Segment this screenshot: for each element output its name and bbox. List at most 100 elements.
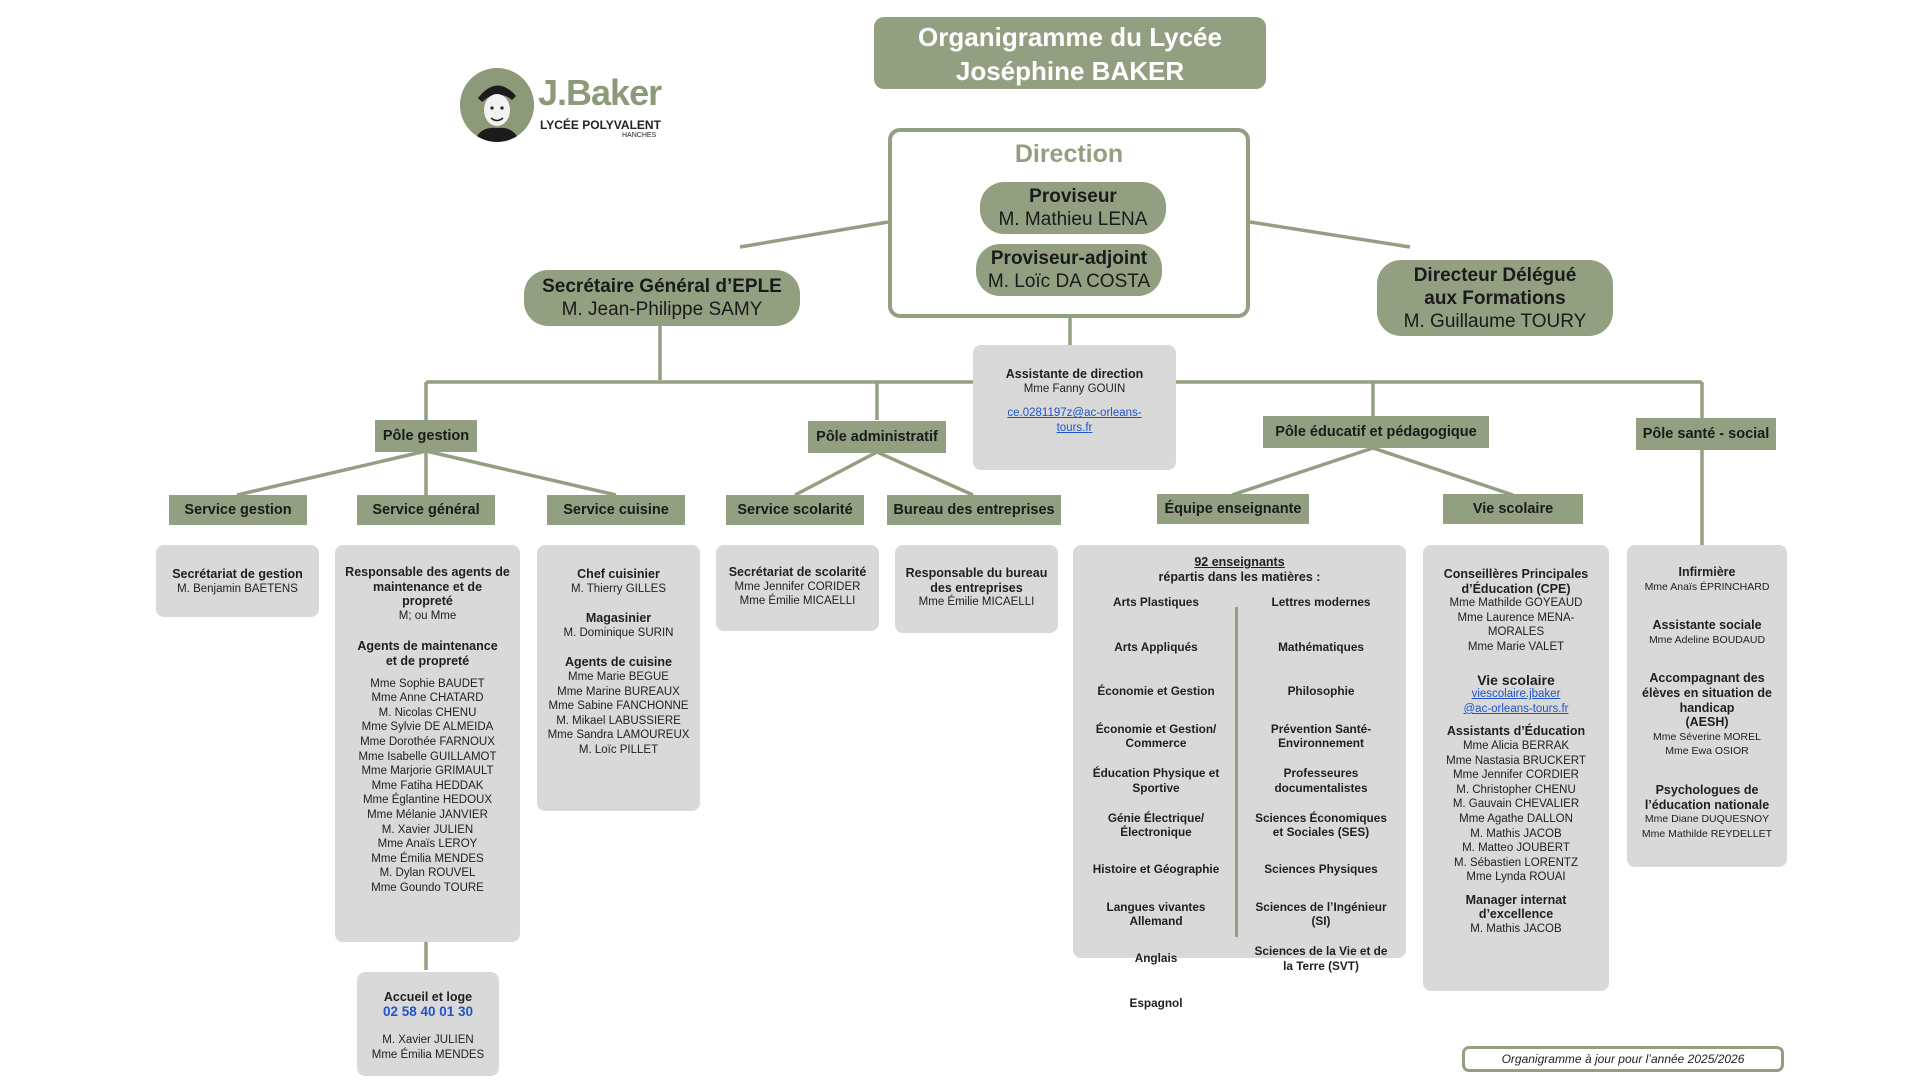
title-line-1: Organigramme du Lycée	[918, 22, 1222, 52]
aed-name: Mme Jennifer CORDIER	[1453, 769, 1579, 782]
accueil-phone[interactable]: 02 58 40 01 30	[382, 1003, 474, 1019]
logo-town: HANCHES	[622, 132, 657, 139]
secretaire-general-pill: Secrétaire Général d’EPLE M. Jean-Philip…	[524, 270, 800, 326]
bureau-entreprises: Bureau des entreprises	[887, 495, 1061, 525]
cuisine-mag-title: Magasinier	[585, 611, 652, 626]
subject-item: Arts Appliqués	[1081, 640, 1231, 655]
card-general-title-4: Agents de maintenance	[357, 639, 498, 654]
cpe-title-2: d’Éducation (CPE)	[1461, 581, 1571, 596]
manager-name: M. Mathis JACOB	[1470, 923, 1562, 936]
aed-name: M. Sébastien LORENTZ	[1454, 856, 1578, 869]
cuisine-agents-title: Agents de cuisine	[565, 655, 672, 670]
cuisine-agent-name: Mme Sandra LAMOUREUX	[547, 729, 690, 742]
cpe-name: Mme Mathilde GOYEAUD	[1449, 597, 1583, 610]
subject-label: documentalistes	[1274, 780, 1368, 795]
agent-name: Mme Marjorie GRIMAULT	[361, 765, 494, 778]
cuisine-agent-name: Mme Sabine FANCHONNE	[548, 700, 689, 713]
pole-gestion: Pôle gestion	[375, 420, 477, 452]
aed-name: M. Christopher CHENU	[1456, 783, 1576, 796]
psy-name: Mme Diane DUQUESNOY	[1644, 813, 1770, 826]
agent-name: Mme Dorothée FARNOUX	[360, 735, 495, 748]
cuisine-chef-name: M. Thierry GILLES	[570, 582, 666, 595]
psy-title: l’éducation nationale	[1644, 797, 1770, 812]
accueil-name-1: M. Xavier JULIEN	[382, 1034, 474, 1047]
equipe-count: 92 enseignants	[1194, 555, 1285, 569]
service-gestion: Service gestion	[169, 495, 307, 525]
infirmiere-title: Infirmière	[1678, 565, 1736, 579]
manager-title-1: Manager internat	[1465, 892, 1567, 907]
card-cuisine: Chef cuisinier M. Thierry GILLES Magasin…	[537, 545, 700, 811]
subject-label: Allemand	[1129, 914, 1183, 929]
proviseur-pill: Proviseur M. Mathieu LENA	[980, 182, 1166, 234]
subject-item: Anglais	[1081, 951, 1231, 966]
subject-item: Économie et Gestion	[1081, 684, 1231, 699]
cuisine-agent-name: Mme Marie BEGUE	[568, 670, 669, 683]
scolarite-name-1: Mme Jennifer CORIDER	[734, 580, 861, 593]
psy-title: Psychologues de	[1655, 782, 1759, 797]
adjoint-pill: Proviseur-adjoint M. Loïc DA COSTA	[976, 244, 1162, 296]
card-accueil: Accueil et loge 02 58 40 01 30 M. Xavier…	[357, 972, 499, 1076]
subject-label: Économie et Gestion/	[1095, 721, 1217, 736]
direction-title: Direction	[1014, 140, 1124, 168]
accueil-title: Accueil et loge	[383, 990, 473, 1004]
assistante-name: Mme Fanny GOUIN	[1023, 382, 1126, 395]
logo-subtitle: LYCÉE POLYVALENT	[540, 118, 661, 132]
agent-name: Mme Anne CHATARD	[371, 692, 484, 705]
subject-item: Mathématiques	[1246, 640, 1396, 655]
footer-note: Organigramme à jour pour l’année 2025/20…	[1462, 1046, 1784, 1072]
service-scolarite: Service scolarité	[726, 495, 864, 525]
subject-label: Professeures	[1283, 766, 1359, 780]
vie-email-1[interactable]: viescolaire.jbaker	[1471, 688, 1561, 701]
scolarite-title: Secrétariat de scolarité	[728, 565, 867, 579]
entreprises-name: Mme Émilie MICAELLI	[918, 596, 1035, 609]
assistante-card: Assistante de direction Mme Fanny GOUIN …	[973, 345, 1176, 470]
card-general-title-3: propreté	[402, 594, 453, 609]
secretaire-name: M. Jean-Philippe SAMY	[561, 299, 763, 320]
subject-label: Arts Plastiques	[1113, 595, 1199, 609]
subject-label: la Terre (SVT)	[1283, 958, 1359, 973]
directeur-delegue-pill: Directeur Délégué aux Formations M. Guil…	[1377, 260, 1613, 336]
pole-educatif: Pôle éducatif et pédagogique	[1263, 416, 1489, 448]
subject-item: Histoire et Géographie	[1081, 862, 1231, 877]
aesh-title: élèves en situation de	[1642, 685, 1772, 700]
card-general-title-1: Responsable des agents de	[345, 565, 510, 579]
title-line-2: Joséphine BAKER	[955, 56, 1185, 86]
cuisine-chef-title: Chef cuisinier	[577, 567, 660, 581]
agent-name: Mme Mélanie JANVIER	[367, 808, 488, 821]
aed-title: Assistants d’Éducation	[1446, 724, 1586, 739]
cuisine-agent-name: Mme Marine BUREAUX	[557, 685, 680, 698]
agent-name: M. Xavier JULIEN	[381, 823, 474, 836]
subjects-divider	[1235, 607, 1238, 937]
school-logo: J.Baker LYCÉE POLYVALENT HANCHES	[460, 66, 680, 146]
cuisine-agent-name: M. Mikael LABUSSIERE	[556, 714, 681, 727]
subject-label: Histoire et Géographie	[1092, 862, 1220, 876]
assistante-email-1[interactable]: ce.0281197z@ac-orleans-	[1007, 407, 1142, 420]
card-general-title-2: maintenance et de	[372, 579, 483, 594]
cuisine-agents-list: Mme Marie BEGUE Mme Marine BUREAUX Mme Sab…	[541, 670, 696, 758]
subject-label: Lettres modernes	[1271, 595, 1371, 609]
card-general: Responsable des agents de maintenance et…	[335, 545, 520, 942]
pole-sante: Pôle santé - social	[1636, 418, 1776, 450]
assistante-email-2[interactable]: tours.fr	[1056, 421, 1093, 434]
vie-scolaire-title: Vie scolaire	[1477, 671, 1555, 688]
cpe-name: Mme Marie VALET	[1467, 640, 1565, 653]
agent-name: Mme Sophie BAUDET	[370, 677, 485, 690]
cpe-name: MORALES	[1487, 626, 1545, 639]
vie-email-2[interactable]: @ac-orleans-tours.fr	[1463, 702, 1569, 715]
aed-name: Mme Alicia BERRAK	[1462, 739, 1570, 752]
page-title: Organigramme du Lycée Joséphine BAKER	[874, 17, 1266, 89]
cpe-title-1: Conseillères Principales	[1443, 567, 1589, 581]
aed-name: Mme Agathe DALLON	[1459, 812, 1573, 825]
vie-scolaire: Vie scolaire	[1443, 494, 1583, 524]
subject-label: Économie et Gestion	[1097, 684, 1215, 698]
secretaire-role: Secrétaire Général d’EPLE	[542, 276, 782, 297]
subject-label: Environnement	[1278, 736, 1364, 751]
subject-label: et Sociales (SES)	[1272, 825, 1370, 840]
subject-item: Sciences Physiques	[1246, 862, 1396, 877]
cuisine-mag-name: M. Dominique SURIN	[563, 626, 674, 639]
subject-label: Langues vivantes	[1106, 899, 1206, 914]
